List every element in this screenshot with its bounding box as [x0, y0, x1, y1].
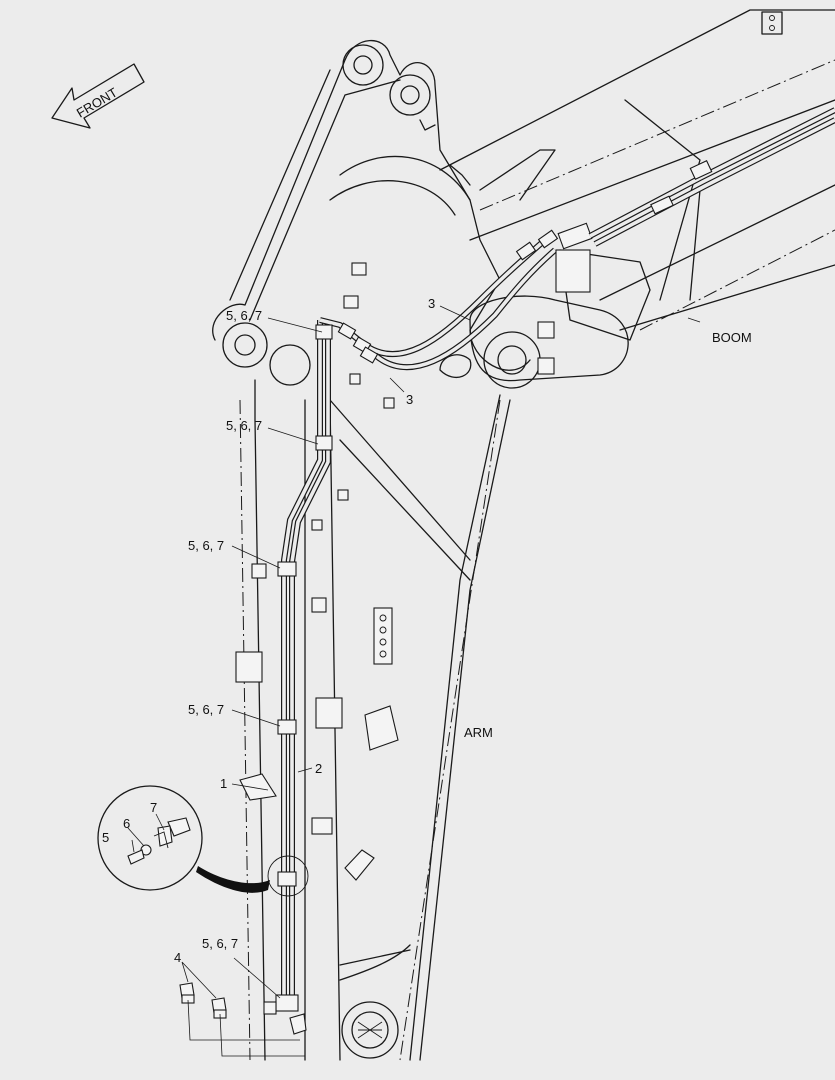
front-arrow-icon: FRONT [51, 63, 145, 129]
pad [344, 849, 375, 881]
pad [337, 489, 349, 501]
callout-5: 5 [102, 830, 109, 845]
pad [311, 597, 327, 613]
hose-fitting [537, 229, 559, 249]
pad [251, 563, 267, 579]
hose-assembly-3 [337, 107, 835, 371]
clamp [277, 719, 297, 735]
boom-clamp [689, 160, 713, 180]
hose-fitting [359, 346, 379, 364]
pad [537, 321, 555, 339]
boom-body [439, 9, 835, 341]
pad [383, 397, 395, 409]
arm-pads [235, 262, 555, 881]
callout-1: 1 [220, 776, 227, 791]
arm-pivot [439, 295, 629, 389]
clamp [315, 324, 333, 340]
hose-fitting [337, 322, 357, 340]
fitting [263, 1001, 277, 1015]
clamp [277, 561, 297, 577]
boom-clamp [650, 195, 674, 215]
labels: 5, 6, 7 5, 6, 7 5, 6, 7 5, 6, 7 5, 6, 7 … [102, 296, 752, 965]
arm-label: ARM [464, 725, 493, 740]
callout-3-b: 3 [406, 392, 413, 407]
clamp [277, 871, 297, 887]
leaders [127, 305, 701, 1057]
detail-view [97, 785, 309, 897]
callout-5-6-7-c: 5, 6, 7 [188, 538, 224, 553]
plugs-4 [179, 982, 227, 1019]
lubrication-block [373, 607, 393, 665]
pad [351, 262, 367, 276]
callout-5-6-7-b: 5, 6, 7 [226, 418, 262, 433]
callout-5-6-7-a: 5, 6, 7 [226, 308, 262, 323]
pad [311, 817, 333, 835]
arm-bracket [212, 39, 556, 386]
pad [364, 705, 399, 751]
arm-body [239, 379, 511, 1061]
pipe-clamps [263, 324, 333, 1035]
fitting [289, 1013, 307, 1035]
callout-3-a: 3 [428, 296, 435, 311]
clamp [315, 435, 333, 451]
boom-manifold [557, 222, 593, 250]
boom-block [555, 249, 591, 293]
pipe-assembly-2 [281, 317, 367, 1000]
pad [235, 651, 263, 683]
front-label: FRONT [74, 85, 120, 121]
pad [311, 519, 323, 531]
callout-7: 7 [150, 800, 157, 815]
hose-fitting [515, 241, 537, 261]
pad [343, 295, 359, 309]
bracket-part-1 [239, 773, 277, 801]
callout-5-6-7-e: 5, 6, 7 [202, 936, 238, 951]
pad [537, 357, 555, 375]
callout-2: 2 [315, 761, 322, 776]
pad [315, 697, 343, 729]
boom-label: BOOM [712, 330, 752, 345]
pad [349, 373, 361, 385]
callout-4: 4 [174, 950, 181, 965]
callout-6: 6 [123, 816, 130, 831]
callout-5-6-7-d: 5, 6, 7 [188, 702, 224, 717]
